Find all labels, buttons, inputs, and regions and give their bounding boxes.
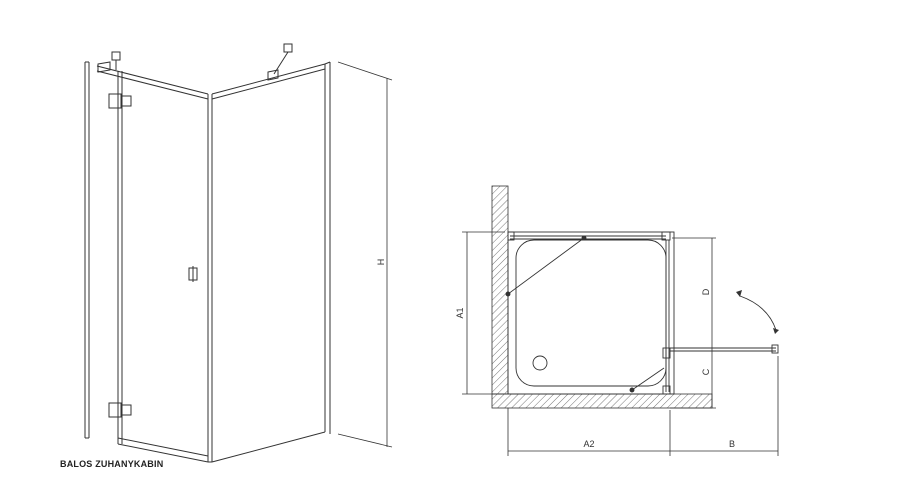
hinge-top <box>108 93 132 109</box>
c-label: C <box>701 368 711 375</box>
bottom-wall <box>491 393 713 409</box>
perspective-view <box>84 43 331 463</box>
height-label: H <box>376 259 386 266</box>
stabilizer-bar <box>507 237 585 295</box>
drawing-caption: BALOS ZUHANYKABIN <box>60 459 164 469</box>
drain <box>532 355 548 371</box>
door-leaf <box>96 65 209 463</box>
a1-dimension <box>462 231 505 395</box>
corner-profile <box>207 94 213 463</box>
top-bracket-left <box>97 51 121 73</box>
a2-label: A2 <box>583 439 594 449</box>
a1-label: A1 <box>455 307 465 318</box>
door-swing-arc <box>739 295 777 331</box>
tray-basin <box>515 239 667 387</box>
height-dimension <box>337 61 393 448</box>
hinge-bottom <box>108 402 132 418</box>
shower-tray <box>507 231 675 395</box>
door-handle <box>188 266 198 282</box>
left-profile <box>84 61 90 439</box>
a2-dimension <box>507 408 671 456</box>
top-bracket-right <box>267 43 293 81</box>
d-label: D <box>701 288 711 295</box>
b-label: B <box>729 439 735 449</box>
left-wall <box>491 185 509 395</box>
c-dimension <box>670 348 716 409</box>
b-dimension <box>670 356 779 456</box>
plan-view: A1 D C A2 B <box>455 185 779 456</box>
fixed-side-panel <box>211 61 331 463</box>
d-dimension <box>672 237 716 349</box>
